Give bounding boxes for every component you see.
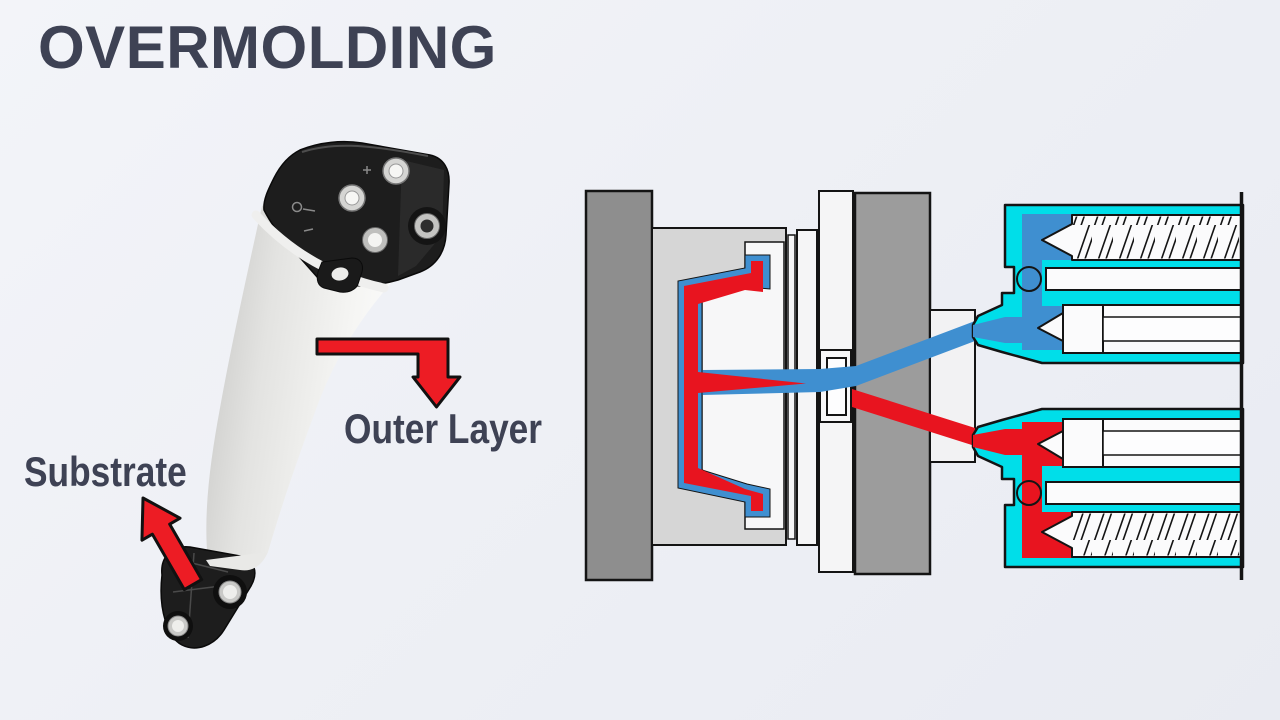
- moving-platen: [853, 191, 932, 576]
- injection-unit-top: [971, 203, 1245, 365]
- molded-part-substrate: [684, 261, 763, 511]
- molding-marks: [291, 166, 371, 232]
- screw-icon: [1073, 513, 1242, 556]
- bracket-tab: [316, 257, 363, 293]
- outer-layer-arrow: [315, 337, 462, 409]
- bracket-highlight: [301, 144, 429, 157]
- callout-arrows: [140, 337, 462, 592]
- page-title: OVERMOLDING: [38, 14, 497, 81]
- clamp-plate: [584, 189, 654, 582]
- label-outer-layer: Outer Layer: [344, 405, 543, 452]
- melt-runner-red: [852, 389, 975, 446]
- label-substrate: Substrate: [24, 448, 187, 495]
- bracket-bushings: [338, 157, 446, 253]
- sleeve-rim: [251, 210, 389, 293]
- overmolded-part-photo: [160, 140, 450, 649]
- molded-part-gate: [698, 372, 806, 393]
- screw-icon: [1073, 216, 1242, 259]
- substrate-arrow: [140, 496, 204, 592]
- melt-runner-blue: [702, 321, 975, 395]
- sleeve-tip: [206, 552, 268, 571]
- injection-unit-bottom: [971, 407, 1245, 569]
- molding-machine-diagram: [584, 189, 1245, 582]
